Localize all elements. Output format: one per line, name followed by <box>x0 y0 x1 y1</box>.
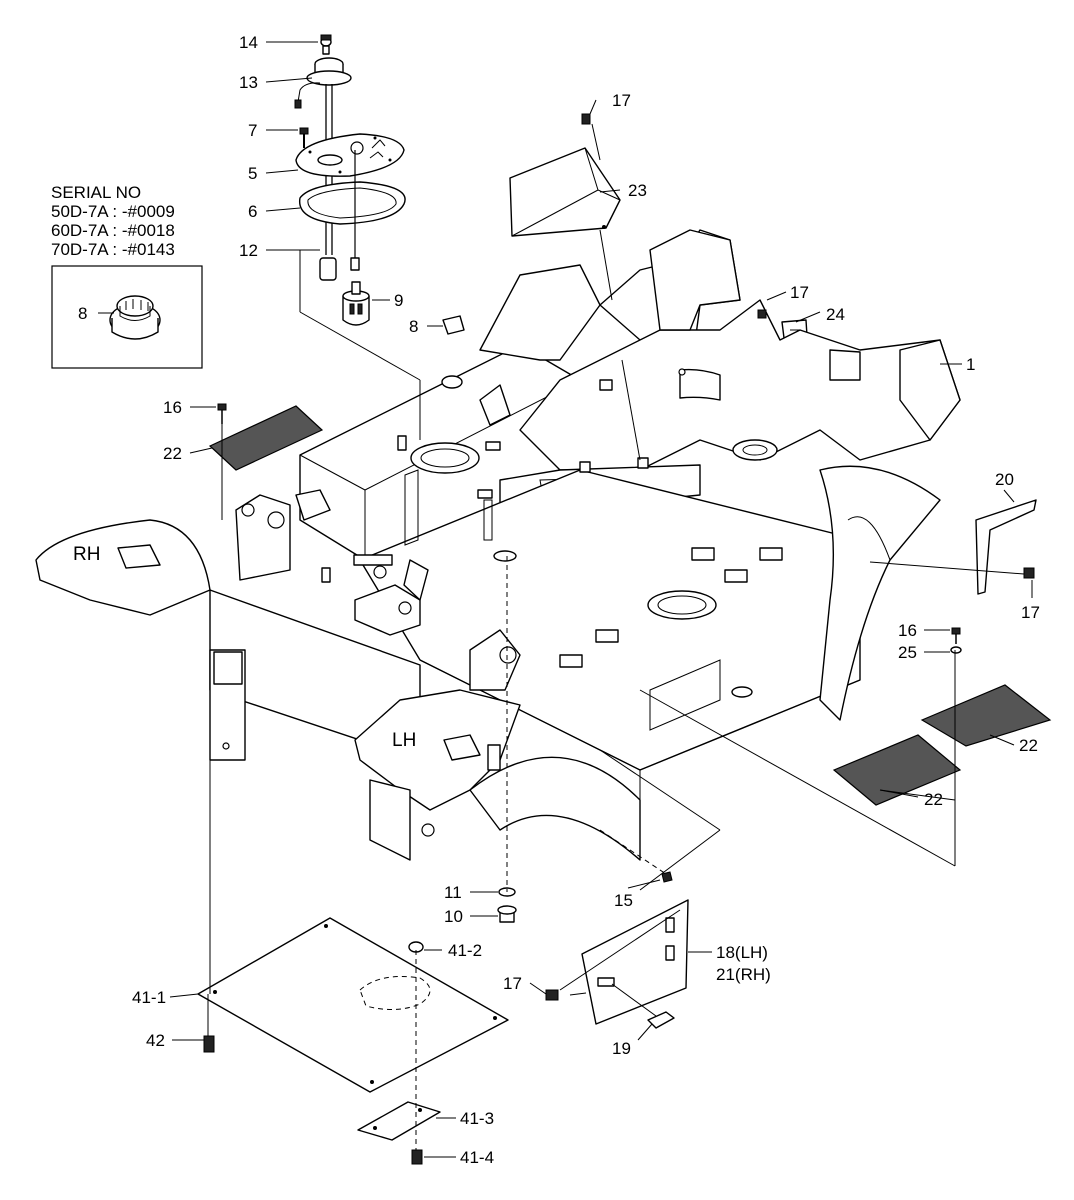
callout-24: 24 <box>826 305 845 324</box>
serial-heading: SERIAL NO <box>51 183 142 202</box>
cover-plate-part-41-3 <box>357 1101 441 1141</box>
callout-7: 7 <box>248 121 257 140</box>
handle-part-19 <box>647 1011 675 1029</box>
side-label-rh: RH <box>73 544 100 565</box>
callout-19: 19 <box>612 1039 631 1058</box>
side-cover-part-18-21 <box>581 899 689 1025</box>
fuel-sender-assembly <box>294 37 406 326</box>
main-frame-part-1 <box>35 229 961 861</box>
callout-17-bottom: 17 <box>503 974 522 993</box>
step-tread-left-part-22 <box>208 405 324 471</box>
callout-41-4: 41-4 <box>460 1148 494 1167</box>
inset-cap-part-8 <box>109 295 161 340</box>
side-label-lh: LH <box>392 730 416 751</box>
callout-9: 9 <box>394 291 403 310</box>
under-cover-part-41-1 <box>197 917 509 1093</box>
callout-17-right: 17 <box>1021 603 1040 622</box>
hardware <box>203 34 1035 1165</box>
callout-41-3: 41-3 <box>460 1109 494 1128</box>
callout-13: 13 <box>239 73 258 92</box>
callout-25: 25 <box>898 643 917 662</box>
callout-14: 14 <box>239 33 258 52</box>
callout-6: 6 <box>248 202 257 221</box>
callout-18-lh: 18(LH) <box>716 943 768 962</box>
serial-inset-box <box>51 265 203 369</box>
callout-42: 42 <box>146 1031 165 1050</box>
callout-41-2: 41-2 <box>448 941 482 960</box>
callout-15: 15 <box>614 891 633 910</box>
callout-17-top: 17 <box>612 91 631 110</box>
callout-21-rh: 21(RH) <box>716 965 771 984</box>
callout-16-right: 16 <box>898 621 917 640</box>
serial-number-note: SERIAL NO 50D-7A : -#0009 60D-7A : -#001… <box>51 183 175 259</box>
serial-line-70d: 70D-7A : -#0143 <box>51 240 175 259</box>
leader-lines <box>98 41 1033 1158</box>
cover-part-23 <box>509 147 621 237</box>
callout-23: 23 <box>628 181 647 200</box>
callout-8-inset: 8 <box>78 304 87 323</box>
callout-20: 20 <box>995 470 1014 489</box>
callout-22-left: 22 <box>163 444 182 463</box>
serial-line-50d: 50D-7A : -#0009 <box>51 202 175 221</box>
callout-10: 10 <box>444 907 463 926</box>
callout-22-bottom: 22 <box>924 790 943 809</box>
serial-line-60d: 60D-7A : -#0018 <box>51 221 175 240</box>
callout-16-left: 16 <box>163 398 182 417</box>
callout-8: 8 <box>409 317 418 336</box>
callout-11: 11 <box>444 883 462 902</box>
step-tread-right-lower-part-22 <box>832 734 962 806</box>
cover-part-20 <box>975 499 1037 595</box>
callout-17-mid: 17 <box>790 283 809 302</box>
step-tread-right-upper-part-22 <box>920 684 1052 747</box>
callout-22-right: 22 <box>1019 736 1038 755</box>
callout-41-1: 41-1 <box>132 988 166 1007</box>
callout-5: 5 <box>248 164 257 183</box>
callout-1: 1 <box>966 355 975 374</box>
callout-12: 12 <box>239 241 258 260</box>
callout-labels: 14 13 7 5 6 12 9 8 8 16 22 17 23 17 24 1… <box>73 33 1040 1167</box>
